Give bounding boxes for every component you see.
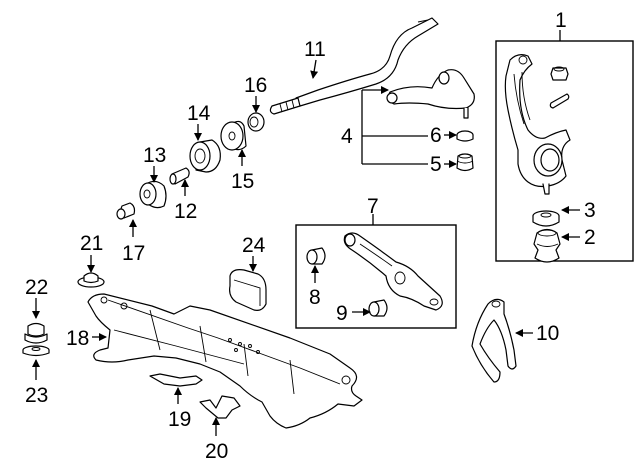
label-12: 12 — [174, 200, 197, 223]
label-17: 17 — [122, 242, 145, 265]
subframe-drawing — [87, 293, 363, 429]
label-18: 18 — [66, 327, 89, 350]
front-bushing-8 — [306, 247, 326, 265]
collar-12 — [169, 167, 190, 185]
engine-mount-stopper-24 — [229, 269, 267, 311]
group-box-7 — [295, 214, 457, 329]
upper-control-arm-drawing — [386, 69, 475, 119]
label-11: 11 — [304, 38, 326, 61]
label-21: 21 — [80, 232, 103, 255]
label-20: 20 — [205, 440, 228, 463]
label-23: 23 — [25, 384, 48, 407]
steering-knuckle-drawing — [504, 54, 571, 195]
washer-bushing-3 — [532, 210, 560, 227]
ball-joint-boot-6 — [456, 130, 474, 142]
label-19: 19 — [168, 408, 191, 431]
label-9: 9 — [336, 302, 348, 325]
washer-16 — [247, 112, 265, 132]
label-2: 2 — [584, 226, 596, 249]
rear-bushing-9 — [368, 299, 388, 317]
label-6: 6 — [430, 124, 442, 147]
label-10: 10 — [536, 322, 559, 345]
label-24: 24 — [242, 234, 266, 257]
label-16: 16 — [244, 74, 267, 97]
upper-mount-22 — [24, 322, 48, 344]
bracket-20 — [199, 395, 241, 419]
label-3: 3 — [584, 199, 596, 222]
end-link-bushing-17 — [116, 202, 136, 220]
mount-21 — [77, 272, 105, 288]
label-15: 15 — [231, 170, 254, 193]
label-7: 7 — [367, 195, 379, 218]
arm-bushing-5 — [456, 153, 474, 172]
bracket-19 — [149, 373, 203, 387]
lower-control-arm-drawing — [343, 232, 443, 311]
fork-drawing — [471, 298, 517, 383]
label-14: 14 — [187, 102, 211, 125]
bump-stop-2 — [533, 228, 561, 263]
label-5: 5 — [430, 153, 442, 176]
label-8: 8 — [309, 286, 321, 309]
lower-mount-23 — [22, 345, 50, 357]
bushing-13 — [139, 180, 167, 209]
label-4: 4 — [341, 125, 353, 148]
bushing-15 — [220, 120, 247, 151]
label-13: 13 — [143, 144, 166, 167]
bushing-14 — [189, 139, 221, 173]
callout-labels: 1 2 3 4 5 6 7 8 9 10 11 12 13 14 15 16 1… — [25, 9, 596, 463]
group-box-1 — [495, 30, 634, 262]
leader-lines — [32, 59, 580, 436]
label-1: 1 — [555, 9, 567, 32]
stabilizer-bar-drawing — [269, 17, 439, 115]
label-22: 22 — [25, 276, 48, 299]
